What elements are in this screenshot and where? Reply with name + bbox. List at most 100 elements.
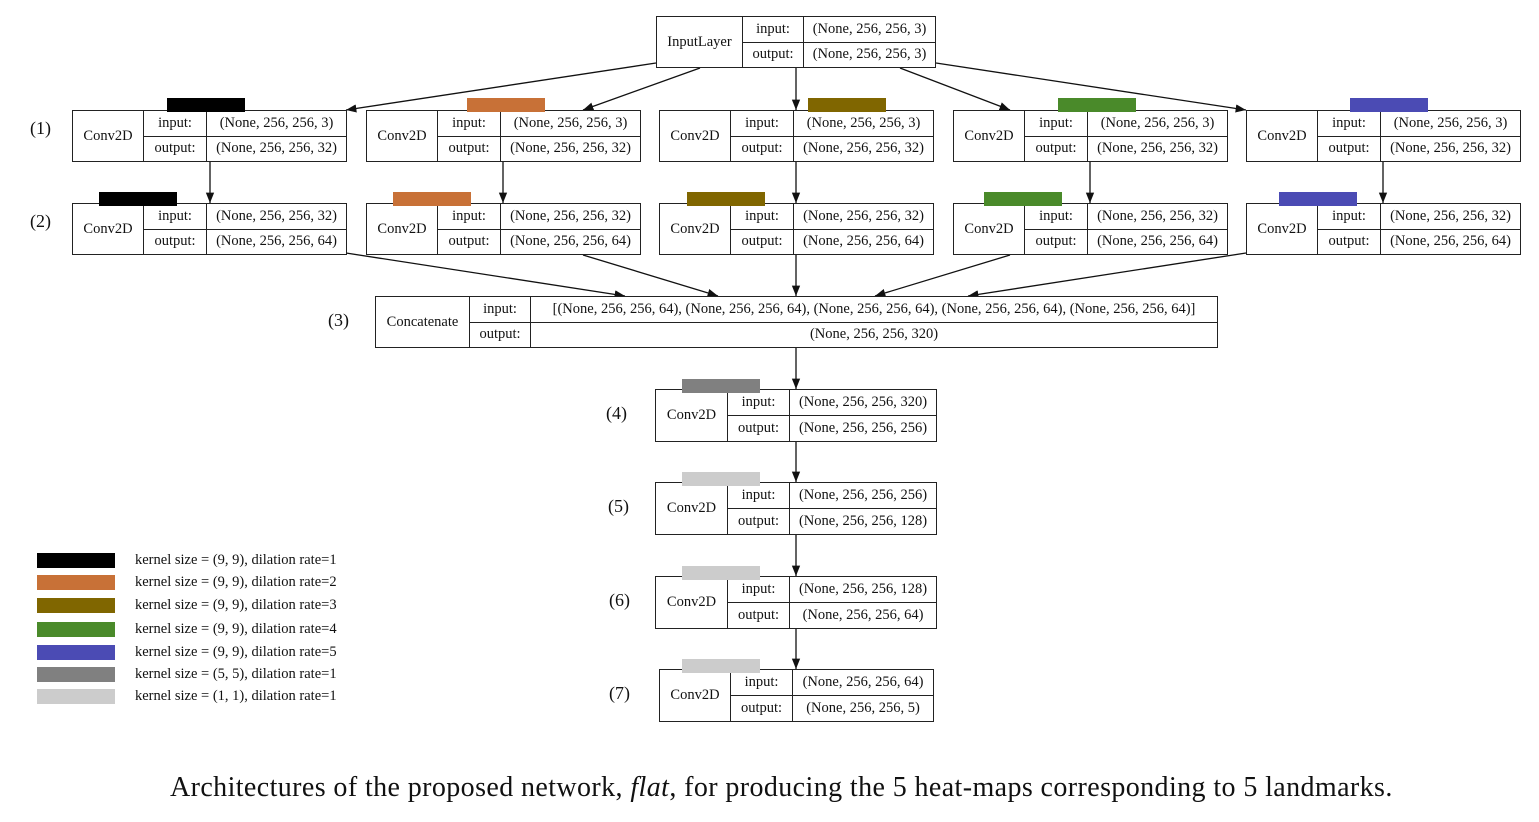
arrow-row2-to-concat-5 <box>967 252 1247 299</box>
row1-kernel-bar-3 <box>808 98 886 112</box>
legend-text-2: kernel size = (9, 9), dilation rate=2 <box>135 574 337 590</box>
input-shape: (None, 256, 256, 32) <box>207 204 346 230</box>
io-labels: input:output: <box>731 111 794 161</box>
arrow-input-to-row1-2 <box>582 67 701 111</box>
shape-values: (None, 256, 256, 128)(None, 256, 256, 64… <box>790 577 936 628</box>
shape-values: (None, 256, 256, 32) (None, 256, 256, 64) <box>1381 204 1520 254</box>
layer-name: Conv2D <box>73 111 144 161</box>
input-label: input: <box>731 111 793 137</box>
input-label: input: <box>731 670 792 696</box>
arrow-input-to-row1-1 <box>345 62 657 113</box>
legend-swatch-5 <box>37 645 115 660</box>
row2-kernel-bar-4 <box>984 192 1062 206</box>
row2-label: (2) <box>30 211 51 231</box>
row2-kernel-bar-3 <box>687 192 765 206</box>
row1-kernel-bar-5 <box>1350 98 1428 112</box>
caption-network-name: flat <box>630 772 670 803</box>
input-label: input: <box>1318 204 1380 230</box>
arrow-row2-to-concat-2 <box>582 254 719 297</box>
arrow-row2-to-concat-1 <box>345 252 626 299</box>
io-labels: input:output: <box>731 670 793 721</box>
input-shape: (None, 256, 256, 128) <box>790 577 936 603</box>
output-label: output: <box>737 420 780 436</box>
stack-kernel-bar-5 <box>682 472 760 486</box>
io-labels: input:output: <box>728 483 790 534</box>
output-shape: (None, 256, 256, 64) <box>803 233 924 250</box>
input-shape: (None, 256, 256, 3) <box>207 111 346 137</box>
legend-text-1: kernel size = (9, 9), dilation rate=1 <box>135 552 337 568</box>
row1-kernel-bar-2 <box>467 98 545 112</box>
output-shape: (None, 256, 256, 32) <box>803 140 924 157</box>
output-label: output: <box>479 326 521 343</box>
input-label: input: <box>1025 204 1087 230</box>
output-label: output: <box>448 140 490 157</box>
input-shape: (None, 256, 256, 320) <box>790 390 936 416</box>
input-label: input: <box>438 111 500 137</box>
shape-values: [(None, 256, 256, 64), (None, 256, 256, … <box>531 297 1217 347</box>
io-labels: input:output: <box>743 17 804 67</box>
io-labels: input: output: <box>438 111 501 161</box>
legend-swatch-1 <box>37 553 115 568</box>
input-shape: (None, 256, 256, 32) <box>1088 204 1227 230</box>
output-shape: (None, 256, 256, 64) <box>1390 233 1511 250</box>
input-shape: (None, 256, 256, 3) <box>804 17 935 43</box>
legend-text-6: kernel size = (5, 5), dilation rate=1 <box>135 666 337 682</box>
legend-swatch-2 <box>37 575 115 590</box>
layer-name: Conv2D <box>73 204 144 254</box>
layer-name: Conv2D <box>1247 204 1318 254</box>
row1-kernel-bar-1 <box>167 98 245 112</box>
legend-swatch-6 <box>37 667 115 682</box>
output-shape: (None, 256, 256, 256) <box>798 420 928 436</box>
output-shape: (None, 256, 256, 64) <box>1097 233 1218 250</box>
input-label: input: <box>438 204 500 230</box>
layer-name: Conv2D <box>660 670 731 721</box>
io-labels: input:output: <box>728 577 790 628</box>
input-label: input: <box>731 204 793 230</box>
shape-values: (None, 256, 256, 3) (None, 256, 256, 32) <box>207 111 346 161</box>
layer-name: Conv2D <box>656 390 728 441</box>
output-shape: (None, 256, 256, 32) <box>216 140 337 157</box>
row7-label: (7) <box>609 683 630 703</box>
output-shape: (None, 256, 256, 128) <box>798 513 928 529</box>
input-label: input: <box>1318 111 1380 137</box>
input-shape: (None, 256, 256, 256) <box>790 483 936 509</box>
row1-kernel-bar-4 <box>1058 98 1136 112</box>
legend-text-7: kernel size = (1, 1), dilation rate=1 <box>135 688 337 704</box>
row2-kernel-bar-5 <box>1279 192 1357 206</box>
input-shape: (None, 256, 256, 3) <box>501 111 640 137</box>
layer-name: Conv2D <box>1247 111 1318 161</box>
layer-name: Conv2D <box>367 111 438 161</box>
layer-name: Conv2D <box>367 204 438 254</box>
input-shape: (None, 256, 256, 32) <box>1381 204 1520 230</box>
output-shape: (None, 256, 256, 64) <box>510 233 631 250</box>
layer-name: Conv2D <box>660 111 731 161</box>
output-shape: (None, 256, 256, 32) <box>1390 140 1511 157</box>
row3-label: (3) <box>328 310 349 330</box>
input-label: input: <box>144 111 206 137</box>
shape-values: (None, 256, 256, 3)(None, 256, 256, 3) <box>804 17 935 67</box>
output-shape: (None, 256, 256, 5) <box>806 700 920 716</box>
layer-name: Conv2D <box>656 483 728 534</box>
legend-text-5: kernel size = (9, 9), dilation rate=5 <box>135 644 337 660</box>
legend-text-4: kernel size = (9, 9), dilation rate=4 <box>135 621 337 637</box>
io-labels: input:output: <box>144 204 207 254</box>
layer-name: Conv2D <box>954 204 1025 254</box>
input-shape: (None, 256, 256, 3) <box>1088 111 1227 137</box>
row1-label: (1) <box>30 118 51 138</box>
output-shape: (None, 256, 256, 32) <box>1097 140 1218 157</box>
input-shape: (None, 256, 256, 64) <box>793 670 933 696</box>
output-label: output: <box>154 140 196 157</box>
layer-name: Conv2D <box>954 111 1025 161</box>
output-label: output: <box>1035 233 1077 250</box>
